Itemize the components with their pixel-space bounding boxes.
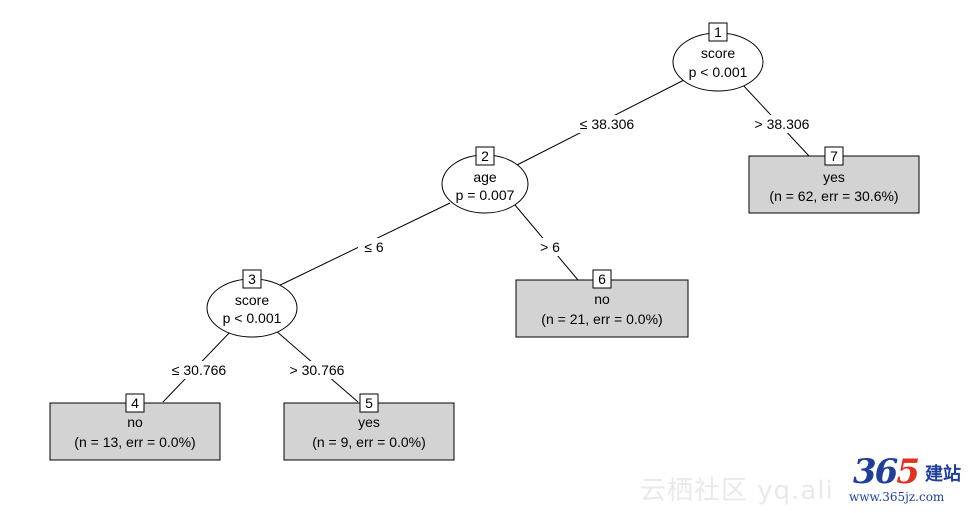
logo-url: www.365jz.com (849, 490, 945, 504)
edge-label-1-2: ≤ 38.306 (580, 116, 635, 132)
edge-labels: ≤ 38.306 > 38.306 ≤ 6 > 6 ≤ 30.766 > 30.… (164, 115, 816, 379)
inner-node-1: score p < 0.001 1 (672, 22, 764, 92)
leaf-7-id: 7 (830, 148, 838, 164)
leaf-7-stats: (n = 62, err = 30.6%) (769, 188, 898, 204)
edges (162, 79, 810, 403)
node-2-variable: age (473, 169, 497, 185)
logo-number: 365 (853, 452, 920, 492)
leaf-7-label: yes (823, 169, 845, 185)
leaf-node-6: no (n = 21, err = 0.0%) 6 (515, 269, 689, 338)
watermark: 云栖社区 yq.ali (640, 476, 834, 506)
node-3-pvalue: p < 0.001 (223, 310, 282, 326)
site-logo: 365 建站 www.365jz.com (845, 452, 971, 510)
leaf-node-7: yes (n = 62, err = 30.6%) 7 (748, 146, 920, 214)
node-1-id: 1 (714, 24, 722, 40)
node-1-pvalue: p < 0.001 (689, 64, 748, 80)
leaf-5-stats: (n = 9, err = 0.0%) (312, 434, 426, 450)
edge-label-2-6: > 6 (540, 239, 560, 255)
node-3-id: 3 (248, 271, 256, 287)
leaf-node-5: yes (n = 9, err = 0.0%) 5 (283, 393, 455, 461)
edge-label-2-3: ≤ 6 (364, 239, 384, 255)
node-1-variable: score (701, 45, 735, 61)
leaf-5-id: 5 (365, 395, 373, 411)
inner-node-2: age p = 0.007 2 (441, 146, 529, 214)
leaf-4-stats: (n = 13, err = 0.0%) (74, 434, 195, 450)
edge-label-3-5: > 30.766 (290, 362, 345, 378)
leaf-6-stats: (n = 21, err = 0.0%) (541, 311, 662, 327)
logo-name: 建站 (925, 464, 961, 485)
leaf-node-4: no (n = 13, err = 0.0%) 4 (49, 393, 221, 461)
leaf-6-id: 6 (598, 271, 606, 287)
leaf-5-label: yes (358, 414, 380, 430)
leaf-4-label: no (127, 414, 143, 430)
node-3-variable: score (235, 292, 269, 308)
inner-node-3: score p < 0.001 3 (206, 269, 298, 338)
node-2-id: 2 (481, 148, 489, 164)
node-2-pvalue: p = 0.007 (456, 187, 515, 203)
leaf-4-id: 4 (131, 395, 139, 411)
leaf-6-label: no (594, 291, 610, 307)
edge-label-1-7: > 38.306 (755, 116, 810, 132)
edge-label-3-4: ≤ 30.766 (172, 362, 227, 378)
